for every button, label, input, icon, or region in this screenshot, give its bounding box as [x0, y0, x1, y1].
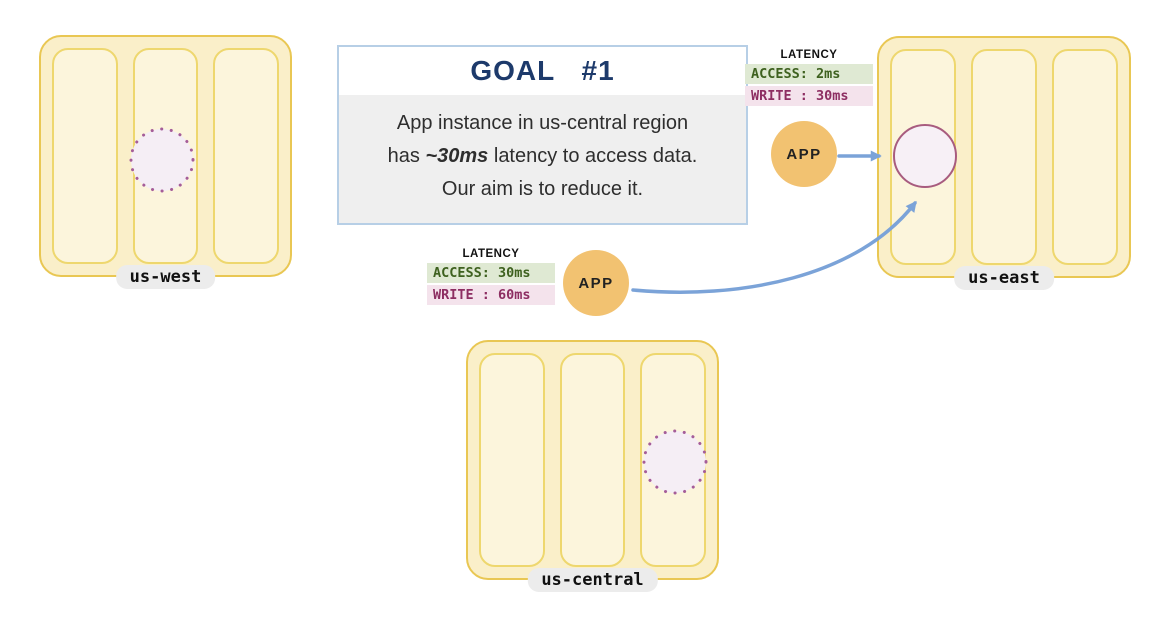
app-node-us-east: APP — [771, 121, 837, 187]
goal-line1: App instance in us-central region — [396, 112, 689, 134]
node-slot — [479, 353, 545, 567]
goal-line2-emphasis: ~30ms — [425, 145, 489, 167]
latency-access-badge: ACCESS: 2ms — [745, 64, 873, 84]
latency-panel-us-central-app: LATENCY ACCESS: 30ms WRITE : 60ms — [427, 248, 555, 307]
goal-line3: Our aim is to reduce it. — [441, 178, 644, 200]
region-label-us-central: us-central — [527, 568, 658, 592]
latency-write-badge: WRITE : 60ms — [427, 285, 555, 305]
node-slot — [971, 49, 1037, 265]
goal-body-text: App instance in us-central region has ~3… — [339, 95, 746, 223]
region-us-central: us-central — [466, 340, 719, 592]
node-slot — [559, 353, 626, 567]
app-node-label: APP — [786, 145, 822, 163]
data-circle-icon — [893, 124, 957, 188]
placeholder-circle-dotted-icon — [129, 127, 195, 193]
node-slot — [52, 48, 118, 264]
region-label-us-west: us-west — [115, 265, 216, 289]
app-node-label: APP — [578, 274, 614, 292]
placeholder-circle-dotted-icon — [642, 429, 708, 495]
latency-access-badge: ACCESS: 30ms — [427, 263, 555, 283]
app-node-us-central: APP — [563, 250, 629, 316]
region-label-us-east: us-east — [954, 266, 1054, 290]
latency-title: LATENCY — [780, 49, 838, 61]
node-slot — [213, 48, 280, 264]
latency-panel-us-east-app: LATENCY ACCESS: 2ms WRITE : 30ms — [745, 49, 873, 108]
goal-line2-pre: has — [387, 145, 426, 167]
region-us-west: us-west — [39, 35, 292, 289]
goal-header: GOAL #1 — [339, 47, 746, 95]
goal-title: GOAL #1 — [470, 55, 615, 86]
latency-write-badge: WRITE : 30ms — [745, 86, 873, 106]
node-slot — [1052, 49, 1118, 265]
goal-callout: GOAL #1 App instance in us-central regio… — [337, 45, 748, 225]
goal-line2-post: latency to access data. — [488, 145, 698, 167]
latency-title: LATENCY — [462, 248, 520, 260]
